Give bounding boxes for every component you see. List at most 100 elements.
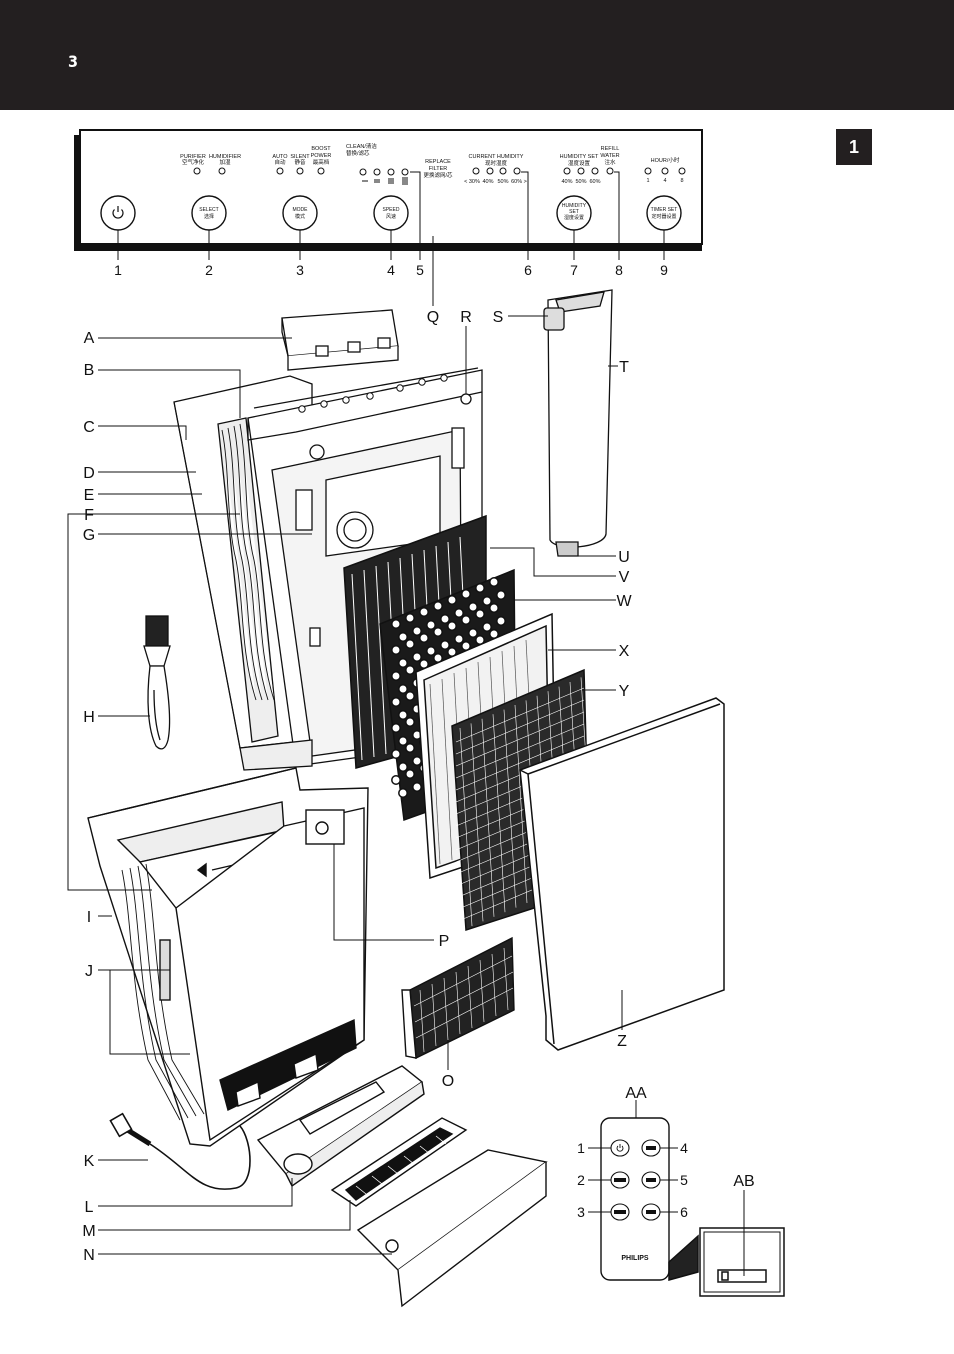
callout-letter: Z [617,1033,627,1050]
hex-cell [405,639,415,649]
callout-letter: B [84,362,95,379]
hex-cell [405,743,415,753]
humidity-scale-label: 60% > [511,179,527,185]
panel-indicator-label: HUMIDITY SET [560,154,599,160]
callout-letter: R [460,309,472,326]
hour-scale-label: 8 [680,178,683,184]
callout-letter: A [84,330,95,347]
callout-letter: F [84,507,94,524]
panel-indicator-label: PURIFIER [180,154,206,160]
panel-indicator-label: POWER [311,153,332,159]
callout-letter: T [619,359,629,376]
figure-number-badge: 1 [836,129,872,165]
hex-cell [405,665,415,675]
hex-cell [405,717,415,727]
panel-indicator-label: 更换滤网/芯 [423,171,453,179]
part-n-water-tray [356,1149,548,1308]
panel-button-label: HUMIDITY [562,203,587,209]
battery-compartment [668,1190,785,1297]
humidity-scale-label: 40% [482,179,493,185]
panel-indicator-label: REFILL [601,146,620,152]
panel-button-label: SELECT [199,207,218,213]
callout-letter: S [493,309,504,326]
hex-cell [398,736,408,746]
remote-callout-number: 1 [577,1140,585,1156]
mesh-line [503,709,517,908]
hex-cell [447,621,457,631]
remote-callout-number: 4 [680,1140,688,1156]
hex-cell [405,691,415,701]
letter-callout-lines [67,315,623,1255]
panel-indicator-label: 湿度设置 [568,159,591,167]
panel-callout-number: 4 [387,262,395,278]
panel-callout-number: 3 [296,262,304,278]
panel-callout-number: 7 [570,262,578,278]
hex-cell [433,627,443,637]
hex-cell [440,614,450,624]
hex-cell [433,601,443,611]
panel-indicator-label: 空气净化 [182,158,205,166]
hex-cell [412,782,422,792]
panel-indicator-label: 最高档 [313,158,330,166]
humidity-set-scale-label: 40% [561,179,572,185]
panel-indicator-label: CURRENT HUMIDITY [469,154,524,160]
panel-indicator-label: HOUR/小时 [651,156,680,164]
hex-cell [440,640,450,650]
hex-cell [461,589,471,599]
remote-callout-number: 6 [680,1204,688,1220]
power-icon [112,206,124,219]
hex-cell [398,710,408,720]
callout-letter: J [85,963,93,980]
remote-control [600,1117,670,1281]
callout-letter: N [83,1247,95,1264]
remote-brand-logo: PHILIPS [621,1255,649,1262]
hex-cell [398,684,408,694]
hex-cell [496,590,506,600]
remote-callout-number: 2 [577,1172,585,1188]
hex-cell [391,697,401,707]
panel-callout-number: 9 [660,262,668,278]
hex-cell [454,608,464,618]
mesh-line [455,699,585,755]
panel-indicator-label: SILENT [290,154,310,160]
panel-button-label: SET [569,209,579,215]
hex-cell [447,595,457,605]
part-z-front-panel [519,697,725,1051]
callout-letter: G [83,527,95,544]
mesh-line [455,687,585,743]
hex-cell [482,596,492,606]
mesh-line [455,711,585,767]
callout-letter: AB [733,1173,754,1190]
hex-cell [419,607,429,617]
hex-cell [391,645,401,655]
purifier-lower-unit [87,767,369,1147]
callout-letter: Q [427,309,439,326]
callout-letter: U [618,549,630,566]
hex-cell [412,626,422,636]
panel-callout-number: 1 [114,262,122,278]
humidity-scale-label: < 30% [464,179,480,185]
panel-callout-number: 8 [615,262,623,278]
part-m-wick [330,1117,468,1207]
hex-cell [398,762,408,772]
hex-cell [468,602,478,612]
callout-letter: D [83,465,95,482]
panel-callout-number: 2 [205,262,213,278]
hex-cell [475,583,485,593]
callout-letter: L [85,1199,94,1216]
part-k-power-cord [109,1112,251,1190]
control-panel: PURIFIER空气净化HUMIDIFIER加湿AUTO自动SILENT静音BO… [74,129,703,251]
mesh-line [459,727,473,927]
hex-cell [391,671,401,681]
part-o-filter [401,936,515,1060]
hex-cell [412,756,422,766]
callout-letter: H [83,709,95,726]
hex-cell [405,613,415,623]
humidity-scale-label: 50% [497,179,508,185]
part-h-brush [143,615,171,750]
remote-callout-number: 3 [577,1204,585,1220]
hex-cell [489,603,499,613]
callout-letter: K [84,1153,95,1170]
panel-callout-number: 6 [524,262,532,278]
panel-indicator-label: 现时湿度 [485,159,508,167]
